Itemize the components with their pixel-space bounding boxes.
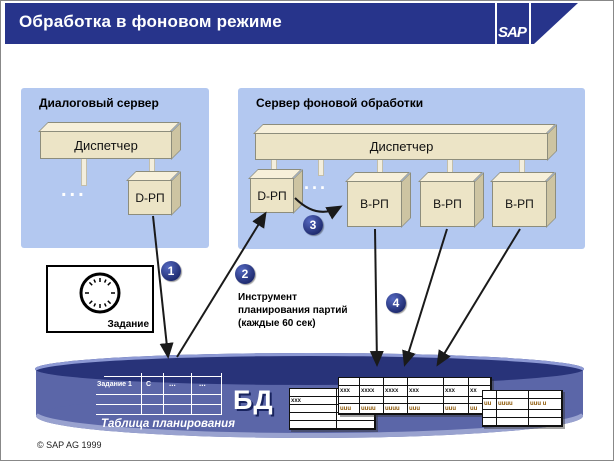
connector — [150, 159, 154, 173]
connector — [82, 159, 86, 185]
schedule-table: Задание 1 С ... ... — [96, 373, 222, 415]
arrow-bworker3-to-db — [436, 228, 521, 367]
db-table-cell — [290, 413, 337, 421]
db-table-cell: uu — [483, 399, 497, 410]
background-dispatcher-box: Диспетчер — [256, 134, 547, 159]
background-worker-box-2: В-РП — [421, 182, 474, 226]
schedule-cell: Задание 1 — [97, 381, 132, 388]
background-dispatcher-label: Диспетчер — [369, 139, 434, 154]
db-table-cell: xxx — [290, 397, 337, 405]
dialog-server-panel — [21, 88, 209, 248]
connector — [272, 159, 276, 172]
ellipsis-workers: ... — [61, 179, 87, 201]
scheduler-note-line: планирования партий — [238, 305, 348, 316]
background-worker-label: В-РП — [360, 197, 389, 211]
db-table-cell: xxx — [408, 386, 444, 397]
background-worker-label: В-РП — [505, 197, 534, 211]
db-table-cell — [339, 397, 360, 404]
dialog-dispatcher-box: Диспетчер — [41, 132, 171, 158]
db-table-cell — [497, 418, 529, 426]
db-table-cell — [337, 413, 375, 421]
background-worker-box-3: В-РП — [493, 182, 546, 226]
scheduler-note-line: (каждые 60 сек) — [238, 318, 316, 329]
db-table-cell: uuu — [408, 404, 444, 414]
schedule-table-caption: Таблица планирования — [101, 418, 235, 430]
db-table-cell — [497, 391, 529, 399]
db-table-cell — [483, 410, 497, 418]
db-table-cell: uuuu — [384, 404, 408, 414]
step-badge-1: 1 — [161, 261, 181, 281]
background-worker-box-1: В-РП — [348, 182, 401, 226]
db-table-cell: uuuu — [497, 399, 529, 410]
db-table-cell — [408, 378, 444, 386]
scheduler-note-line: Инструмент — [238, 292, 297, 303]
db-table-cell: xxx — [444, 386, 469, 397]
db-table-cell — [339, 378, 360, 386]
db-table-cell: uuu — [444, 404, 469, 414]
db-table-cell: uuu — [339, 404, 360, 414]
clock-icon — [79, 272, 121, 314]
copyright: © SAP AG 1999 — [37, 440, 102, 450]
step-badge-2: 2 — [235, 264, 255, 284]
db-table-cell — [529, 418, 562, 426]
connector — [319, 159, 323, 175]
db-table-cell — [483, 391, 497, 399]
schedule-cell: ... — [169, 379, 176, 388]
db-table-cell: uuu u — [529, 399, 562, 410]
db-table-cell — [408, 397, 444, 404]
arrow-bworker2-to-db — [402, 228, 448, 367]
db-table-cell: xxx — [339, 386, 360, 397]
logo-divider — [495, 3, 497, 44]
slide-title: Обработка в фоновом режиме — [19, 12, 282, 31]
background-worker-label: В-РП — [433, 197, 462, 211]
db-table-cell: uuuu — [360, 404, 384, 414]
db-table-cell: xxxx — [384, 386, 408, 397]
dialog-worker-box: D-РП — [129, 181, 171, 214]
db-table-cell — [529, 391, 562, 399]
dialog-worker-label: D-РП — [135, 190, 165, 205]
title-bar: Обработка в фоновом режиме SAP — [5, 3, 578, 44]
logo-divider — [529, 3, 531, 44]
db-table-cell — [444, 378, 469, 386]
db-table-cell — [290, 389, 337, 397]
step-badge-3: 3 — [303, 215, 323, 235]
db-table-cell — [444, 397, 469, 404]
connector — [448, 159, 452, 174]
db-table-cell — [483, 418, 497, 426]
sap-logo: SAP — [498, 24, 527, 41]
db-table-cell — [384, 378, 408, 386]
job-label: Задание — [107, 319, 149, 330]
db-table-cell — [337, 421, 375, 429]
scheduler-note: Инструмент планирования партий (каждые 6… — [238, 291, 398, 330]
dialog-server-title: Диалоговый сервер — [39, 96, 159, 110]
db-table-cell — [384, 397, 408, 404]
db-table-cell — [290, 421, 337, 429]
dialog-dispatcher-label: Диспетчер — [74, 137, 138, 153]
step-badge-4: 4 — [386, 293, 406, 313]
background-d-worker-label: D-РП — [257, 188, 287, 203]
ellipsis-workers: ... — [304, 173, 329, 193]
schedule-cell: С — [146, 381, 152, 388]
db-table-cell — [529, 410, 562, 418]
db-table-cell — [290, 405, 337, 413]
background-d-worker-box: D-РП — [251, 179, 293, 212]
db-table-cell — [360, 397, 384, 404]
db-table-cell — [360, 378, 384, 386]
database-label: БД — [233, 385, 274, 415]
connector — [378, 159, 382, 174]
db-table-cell — [497, 410, 529, 418]
background-server-title: Сервер фоновой обработки — [256, 96, 424, 110]
schedule-cell: ... — [199, 379, 206, 388]
connector — [520, 159, 524, 174]
db-table-cell: xxxx — [360, 386, 384, 397]
db-table-cell — [469, 378, 491, 386]
job-box: Задание — [46, 265, 154, 333]
